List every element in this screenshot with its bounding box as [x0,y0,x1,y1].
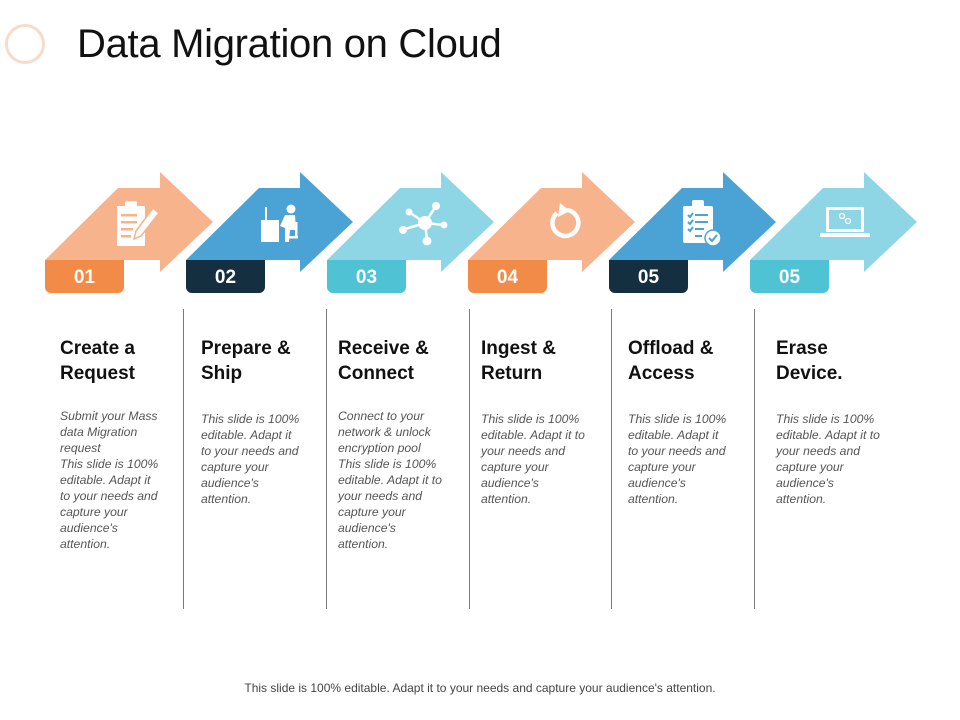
step-description: This slide is 100% editable. Adapt it to… [201,412,300,506]
step-number-badge-2: 02 [186,260,265,293]
step-number-badge-1: 01 [45,260,124,293]
refresh-arrow-icon [550,203,581,239]
column-divider [754,309,755,609]
step-number-badge-5: 05 [609,260,688,293]
step-title: Offload &Access [628,338,714,384]
step-number-badge-3: 03 [327,260,406,293]
step-title: Ingest &Return [481,338,556,384]
laptop-gears-icon [820,207,870,237]
column-divider [611,309,612,609]
footer-note: This slide is 100% editable. Adapt it to… [244,681,716,695]
step-number-badge-6: 05 [750,260,829,293]
process-arrows [45,172,917,272]
clipboard-pen-icon [117,201,161,246]
column-divider [326,309,327,609]
step-description: This slide is 100% editable. Adapt it to… [776,412,880,506]
step-description: This slide is 100% editable. Adapt it to… [628,412,727,506]
step-column-4: Ingest &Return This slide is 100% editab… [481,336,606,507]
column-divider [469,309,470,609]
arrow-step-3 [327,172,494,272]
step-description: Connect to your network & unlock encrypt… [338,409,442,551]
network-hub-icon [399,202,448,246]
step-column-2: Prepare &Ship This slide is 100% editabl… [201,336,321,507]
slide-title: Data Migration on Cloud [77,22,502,66]
step-column-3: Receive &Connect Connect to your network… [338,336,463,552]
step-description: This slide is 100% editable. Adapt it to… [481,412,585,506]
column-divider [183,309,184,609]
step-title: Prepare &Ship [201,338,291,384]
checklist-check-icon [683,200,722,247]
person-at-desk-icon [261,204,298,242]
step-column-5: Offload &Access This slide is 100% edita… [628,336,748,507]
decorative-circle-icon [5,24,45,64]
step-number-badge-4: 04 [468,260,547,293]
step-description: Submit your Mass data Migration request … [60,409,159,551]
step-title: Receive &Connect [338,338,429,384]
